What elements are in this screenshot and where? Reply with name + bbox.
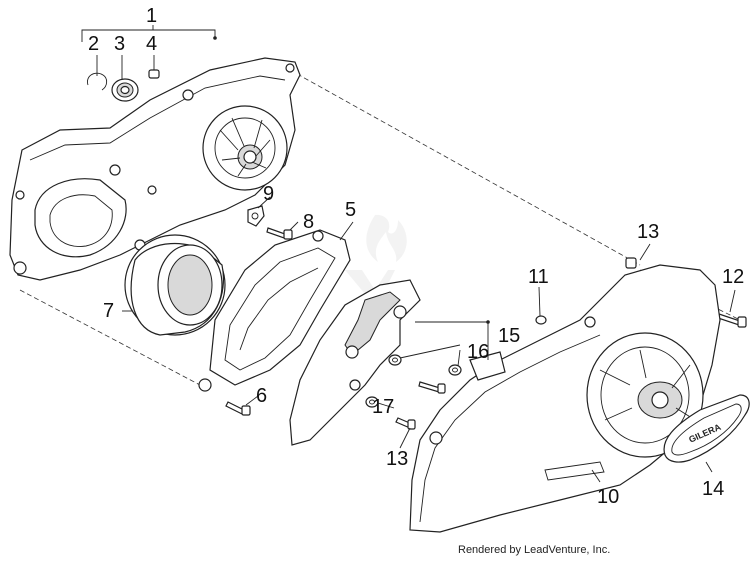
callout-3: 3 <box>114 33 125 55</box>
callout-8: 8 <box>303 211 314 233</box>
grommet-11 <box>535 315 547 325</box>
callout-1: 1 <box>146 5 157 27</box>
filter-frame <box>198 229 351 392</box>
screw-13-lower <box>395 417 416 430</box>
callout-10: 10 <box>597 486 619 508</box>
callout-16: 16 <box>467 341 489 363</box>
spacer-17 <box>365 396 379 408</box>
leader-lines <box>81 25 736 483</box>
screw-8 <box>266 227 293 240</box>
screw-15 <box>418 381 446 394</box>
callout-9: 9 <box>263 183 274 205</box>
callout-13-upper: 13 <box>637 221 659 243</box>
callout-11: 11 <box>528 266 549 288</box>
callout-7: 7 <box>103 300 114 322</box>
air-duct-sleeve <box>124 234 226 336</box>
outer-transmission-cover <box>409 264 721 533</box>
belt-guard-plate <box>289 279 421 446</box>
callout-17: 17 <box>372 396 394 418</box>
clip-9 <box>247 205 265 227</box>
callout-13-lower: 13 <box>386 448 408 470</box>
callout-labels: 1 2 3 4 9 8 5 7 6 13 11 12 15 16 17 13 1… <box>88 5 744 508</box>
inner-transmission-cover <box>9 57 301 281</box>
callout-12: 12 <box>722 266 744 288</box>
callout-6: 6 <box>256 385 267 407</box>
callout-15: 15 <box>498 325 520 347</box>
screw-6 <box>225 401 251 416</box>
callout-4: 4 <box>146 33 157 55</box>
dowel-pin <box>148 69 160 79</box>
spacer-16-lower <box>448 364 462 376</box>
circlip <box>87 72 108 91</box>
gilera-badge: GILERA <box>663 394 750 463</box>
callout-14: 14 <box>702 478 724 500</box>
spacer-16-upper <box>388 354 402 366</box>
render-credit: Rendered by LeadVenture, Inc. <box>458 544 610 556</box>
bearing <box>111 78 139 102</box>
callout-2: 2 <box>88 33 99 55</box>
callout-5: 5 <box>345 199 356 221</box>
screw-13-upper <box>625 257 637 269</box>
